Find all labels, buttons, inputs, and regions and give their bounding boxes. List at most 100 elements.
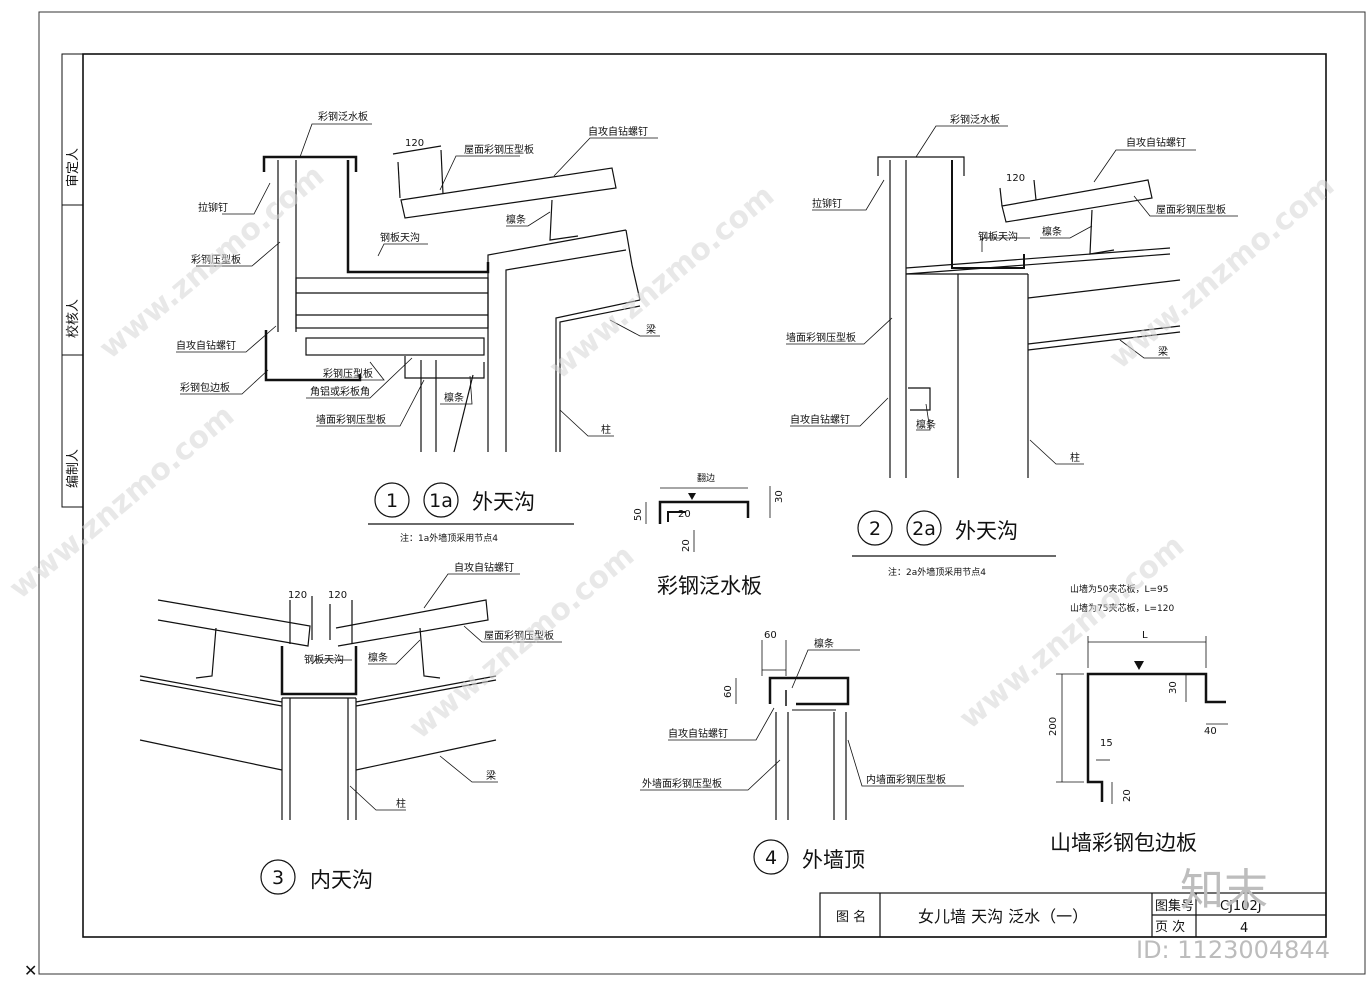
d1-label-rivet: 拉铆钉 — [198, 201, 228, 214]
d1-label-purlin: 檩条 — [506, 213, 526, 226]
d2-title: 外天沟 — [955, 519, 1018, 543]
gable-dim-40: 40 — [1204, 726, 1217, 737]
d3-dim-120b: 120 — [328, 590, 347, 601]
title-block — [819, 892, 1327, 938]
d3-label-beam: 梁 — [486, 769, 496, 782]
gable-note-1: 山墙为50夹芯板，L=95 — [1070, 583, 1168, 595]
d2-label-rivet: 拉铆钉 — [812, 197, 842, 210]
d3-number-circle — [260, 859, 296, 895]
d1-label-gutter: 钢板天沟 — [380, 231, 420, 244]
watermark-text-5: www.znzmo.com — [403, 538, 641, 746]
d2-label-screw: 自攻自钻螺钉 — [790, 413, 850, 426]
d3-number: 3 — [272, 867, 284, 889]
detail-1-leaders — [176, 123, 660, 437]
d1-label-screw2: 自攻自钻螺钉 — [588, 125, 648, 138]
title-block-page: 4 — [1240, 921, 1248, 936]
d1-label-wall-panel: 彩钢压型板 — [191, 253, 241, 266]
title-block-atlas-label: 图集号 — [1155, 898, 1194, 914]
d2-label-screw-top: 自攻自钻螺钉 — [1126, 136, 1186, 149]
d2a-number-circle — [906, 510, 942, 546]
watermark-text-4: www.znzmo.com — [3, 398, 241, 606]
flashing-profile-drawing — [645, 486, 771, 552]
gable-dim-200: 200 — [1048, 717, 1059, 736]
title-block-name-label: 图 名 — [836, 909, 866, 925]
side-label-approver: 审定人 — [66, 148, 81, 187]
d1-number: 1 — [386, 490, 398, 512]
flash-dim-top: 翻边 — [697, 473, 715, 484]
d1-label-screw1: 自攻自钻螺钉 — [176, 339, 236, 352]
d3-label-gutter: 钢板天沟 — [304, 653, 344, 666]
d1-note: 注：1a外墙顶采用节点4 — [400, 532, 498, 544]
d4-title: 外墙顶 — [802, 848, 865, 872]
title-block-atlas: CJ102J — [1220, 899, 1262, 914]
inner-frame — [82, 53, 1327, 938]
d4-dim-60a: 60 — [764, 630, 777, 641]
title-block-name: 女儿墙 天沟 泛水（一） — [918, 907, 1088, 926]
d1-label-panel-bottom: 彩钢压型板 — [323, 367, 373, 380]
watermark-text-6: www.znzmo.com — [953, 528, 1191, 736]
d1a-number-circle — [423, 482, 459, 518]
d4-label-purlin: 檩条 — [814, 637, 834, 650]
d1-label-flashing: 彩钢泛水板 — [318, 110, 368, 123]
flash-dim-30: 30 — [774, 490, 785, 503]
d1a-number: 1a — [429, 490, 453, 512]
d1-label-purlin-b: 檩条 — [444, 391, 464, 404]
detail-4-drawing — [735, 640, 850, 820]
d2-label-gutter: 钢板天沟 — [978, 230, 1018, 243]
outer-frame — [38, 11, 1366, 975]
d2-label-purlin: 檩条 — [1042, 225, 1062, 238]
detail-1-drawing — [262, 145, 641, 453]
d2-number: 2 — [869, 518, 881, 540]
d1-label-beam: 梁 — [646, 323, 656, 336]
d2-label-flashing: 彩钢泛水板 — [950, 113, 1000, 126]
d4-number: 4 — [765, 847, 777, 869]
d3-title: 内天沟 — [310, 868, 373, 892]
d1-label-column: 柱 — [601, 423, 611, 436]
d1-title: 外天沟 — [472, 490, 535, 514]
d3-label-purlin: 檩条 — [368, 651, 388, 664]
d2-dim-120: 120 — [1006, 173, 1025, 184]
flash-dim-20a: 20 — [678, 509, 691, 520]
title-block-page-label: 页 次 — [1155, 919, 1185, 935]
gable-dim-20: 20 — [1122, 789, 1133, 802]
d4-label-screw: 自攻自钻螺钉 — [668, 727, 728, 740]
d2-note: 注：2a外墙顶采用节点4 — [888, 566, 986, 578]
d1-label-wall-panel2: 墙面彩钢压型板 — [316, 413, 386, 426]
d2-label-beam: 梁 — [1158, 345, 1168, 358]
d3-dim-120a: 120 — [288, 590, 307, 601]
gable-title: 山墙彩钢包边板 — [1050, 831, 1197, 855]
gable-dim-L: L — [1142, 630, 1148, 641]
d1-label-angle: 角铝或彩板角 — [310, 385, 370, 398]
d3-label-screw: 自攻自钻螺钉 — [454, 561, 514, 574]
gable-note-2: 山墙为75夹芯板，L=120 — [1070, 602, 1174, 614]
watermark-logo: 知末 — [1180, 865, 1268, 916]
d2-number-circle — [857, 510, 893, 546]
watermark-text-1: www.znzmo.com — [93, 158, 331, 366]
d4-label-ext-panel: 外墙面彩钢压型板 — [642, 777, 722, 790]
side-strip — [61, 53, 84, 508]
d4-label-int-panel: 内墙面彩钢压型板 — [866, 773, 946, 786]
d3-label-roof-panel: 屋面彩钢压型板 — [484, 629, 554, 642]
flash-title: 彩钢泛水板 — [657, 574, 762, 598]
side-label-checker: 校核人 — [65, 299, 81, 338]
d2-label-column: 柱 — [1070, 451, 1080, 464]
corner-cross-icon: ✕ — [24, 961, 37, 980]
d1-dim-120: 120 — [405, 138, 424, 149]
side-label-drafter: 编制人 — [66, 449, 81, 488]
watermark-text-2: www.znzmo.com — [543, 178, 781, 386]
d2a-number: 2a — [912, 518, 936, 540]
d4-dim-60b: 60 — [723, 685, 734, 698]
flash-dim-50: 50 — [633, 508, 644, 521]
watermark-text-3: www.znzmo.com — [1103, 168, 1341, 376]
gable-trim-drawing — [1056, 636, 1228, 804]
detail-3-drawing — [139, 596, 497, 820]
d2-label-purlin-b: 檩条 — [916, 418, 936, 431]
detail-2-drawing — [877, 156, 1181, 478]
watermark-id: ID: 1123004844 — [1136, 936, 1330, 964]
detail-4-leaders — [640, 649, 964, 791]
d4-number-circle — [753, 839, 789, 875]
watermark-layer: www.znzmo.com www.znzmo.com www.znzmo.co… — [3, 158, 1341, 746]
d1-label-edge: 彩钢包边板 — [180, 381, 230, 394]
detail-2-leaders — [786, 125, 1238, 465]
